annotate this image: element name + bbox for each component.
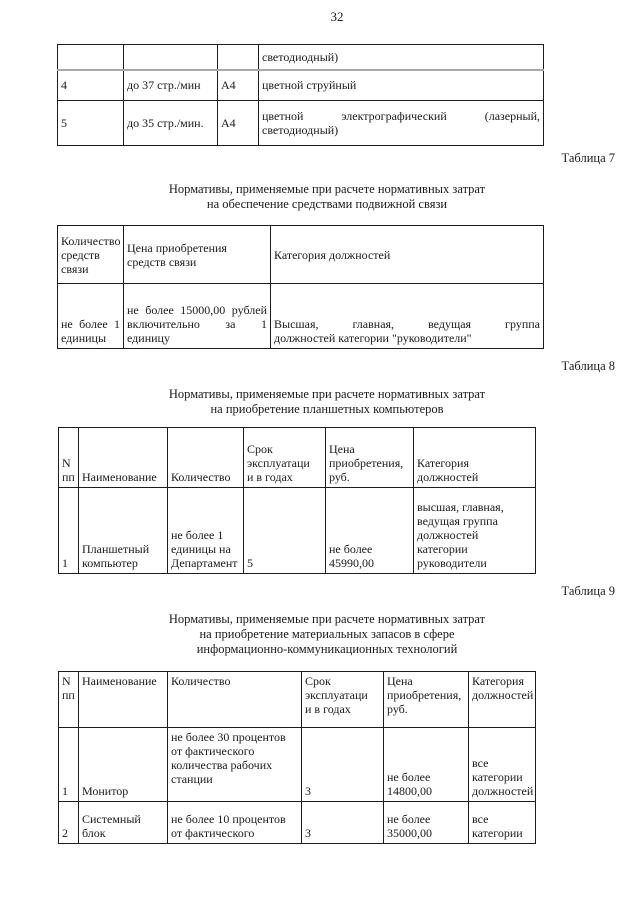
table-cell <box>217 44 259 71</box>
mobile-comm-norms-table: Количество средств связи Цена приобретен… <box>57 225 544 349</box>
table-cell: 1 <box>58 487 79 574</box>
table-cell: 5 <box>57 100 124 146</box>
printer-types-table-continuation: светодиодный) 4 до 37 стр./мин А4 цветно… <box>57 44 544 146</box>
column-header: Цена приобретения, руб. <box>325 427 414 488</box>
table-cell: высшая, главная, ведущая группа должност… <box>413 487 536 574</box>
table-cell: А4 <box>217 100 259 146</box>
table-cell <box>57 44 124 71</box>
table-cell: светодиодный) <box>258 44 544 71</box>
ict-materials-norms-table: N пп Наименование Количество Срок эксплу… <box>58 671 536 844</box>
table-cell: все категории <box>468 801 536 844</box>
table-cell: 3 <box>301 801 384 844</box>
table-cell: 2 <box>58 801 79 844</box>
table-row: 2 Системный блок не более 10 процентов о… <box>58 801 536 844</box>
table-cell <box>123 44 218 71</box>
table-cell: А4 <box>217 69 259 101</box>
table-cell: до 37 стр./мин <box>123 69 218 101</box>
column-header: Категория должностей <box>270 225 544 284</box>
table-cell: Планшетный компьютер <box>78 487 168 574</box>
table-cell: 5 <box>243 487 326 574</box>
table-7-title: Нормативы, применяемые при расчете норма… <box>168 182 486 211</box>
column-header: Наименование <box>78 671 168 728</box>
table-row: 4 до 37 стр./мин А4 цветной струйный <box>57 69 544 101</box>
table-cell: 3 <box>301 727 384 802</box>
table-cell: Монитор <box>78 727 168 802</box>
column-header: Количество средств связи <box>57 225 124 284</box>
table-cell: цветной электрографический (лазерный,све… <box>258 100 544 146</box>
table-cell: не более 30 процентов от фактического ко… <box>167 727 302 802</box>
table-8-label: Таблица 8 <box>561 359 615 373</box>
column-header: Категория должностей <box>468 671 536 728</box>
table-cell: не более 14800,00 <box>383 727 469 802</box>
column-header: Количество <box>167 671 302 728</box>
column-header: Количество <box>167 427 244 488</box>
table-header-row: N пп Наименование Количество Срок эксплу… <box>58 427 536 488</box>
column-header: Срок эксплуатаци и в годах <box>243 427 326 488</box>
table-cell: все категории должностей <box>468 727 536 802</box>
column-header: Категория должностей <box>413 427 536 488</box>
column-header: Цена приобретения средств связи <box>123 225 271 284</box>
table-cell: до 35 стр./мин. <box>123 100 218 146</box>
table-row: 5 до 35 стр./мин. А4 цветной электрограф… <box>57 100 544 146</box>
table-header-row: N пп Наименование Количество Срок эксплу… <box>58 671 536 728</box>
table-9-label: Таблица 9 <box>561 584 615 598</box>
table-cell: цветной струйный <box>258 69 544 101</box>
table-header-row: Количество средств связи Цена приобретен… <box>57 225 544 284</box>
column-header: Срок эксплуатаци и в годах <box>301 671 384 728</box>
column-header: Цена приобретения, руб. <box>383 671 469 728</box>
column-header: N пп <box>58 671 79 728</box>
table-7-label: Таблица 7 <box>561 151 615 165</box>
table-cell: не более 35000,00 <box>383 801 469 844</box>
table-9-title: Нормативы, применяемые при расчете норма… <box>168 612 486 656</box>
table-cell: 4 <box>57 69 124 101</box>
column-header: N пп <box>58 427 79 488</box>
table-cell: не более 10 процентов от фактического <box>167 801 302 844</box>
table-cell: 1 <box>58 727 79 802</box>
table-row: 1 Монитор не более 30 процентов от факти… <box>58 727 536 802</box>
page-number: 32 <box>330 9 344 24</box>
table-row: 1 Планшетный компьютер не более 1 единиц… <box>58 487 536 574</box>
table-cell: не более 1 единицы на Департамент <box>167 487 244 574</box>
table-cell: Системный блок <box>78 801 168 844</box>
table-row: светодиодный) <box>57 44 544 71</box>
table-cell: не более 45990,00 <box>325 487 414 574</box>
column-header: Наименование <box>78 427 168 488</box>
tablet-computers-norms-table: N пп Наименование Количество Срок эксплу… <box>58 427 536 574</box>
table-8-title: Нормативы, применяемые при расчете норма… <box>168 387 486 416</box>
